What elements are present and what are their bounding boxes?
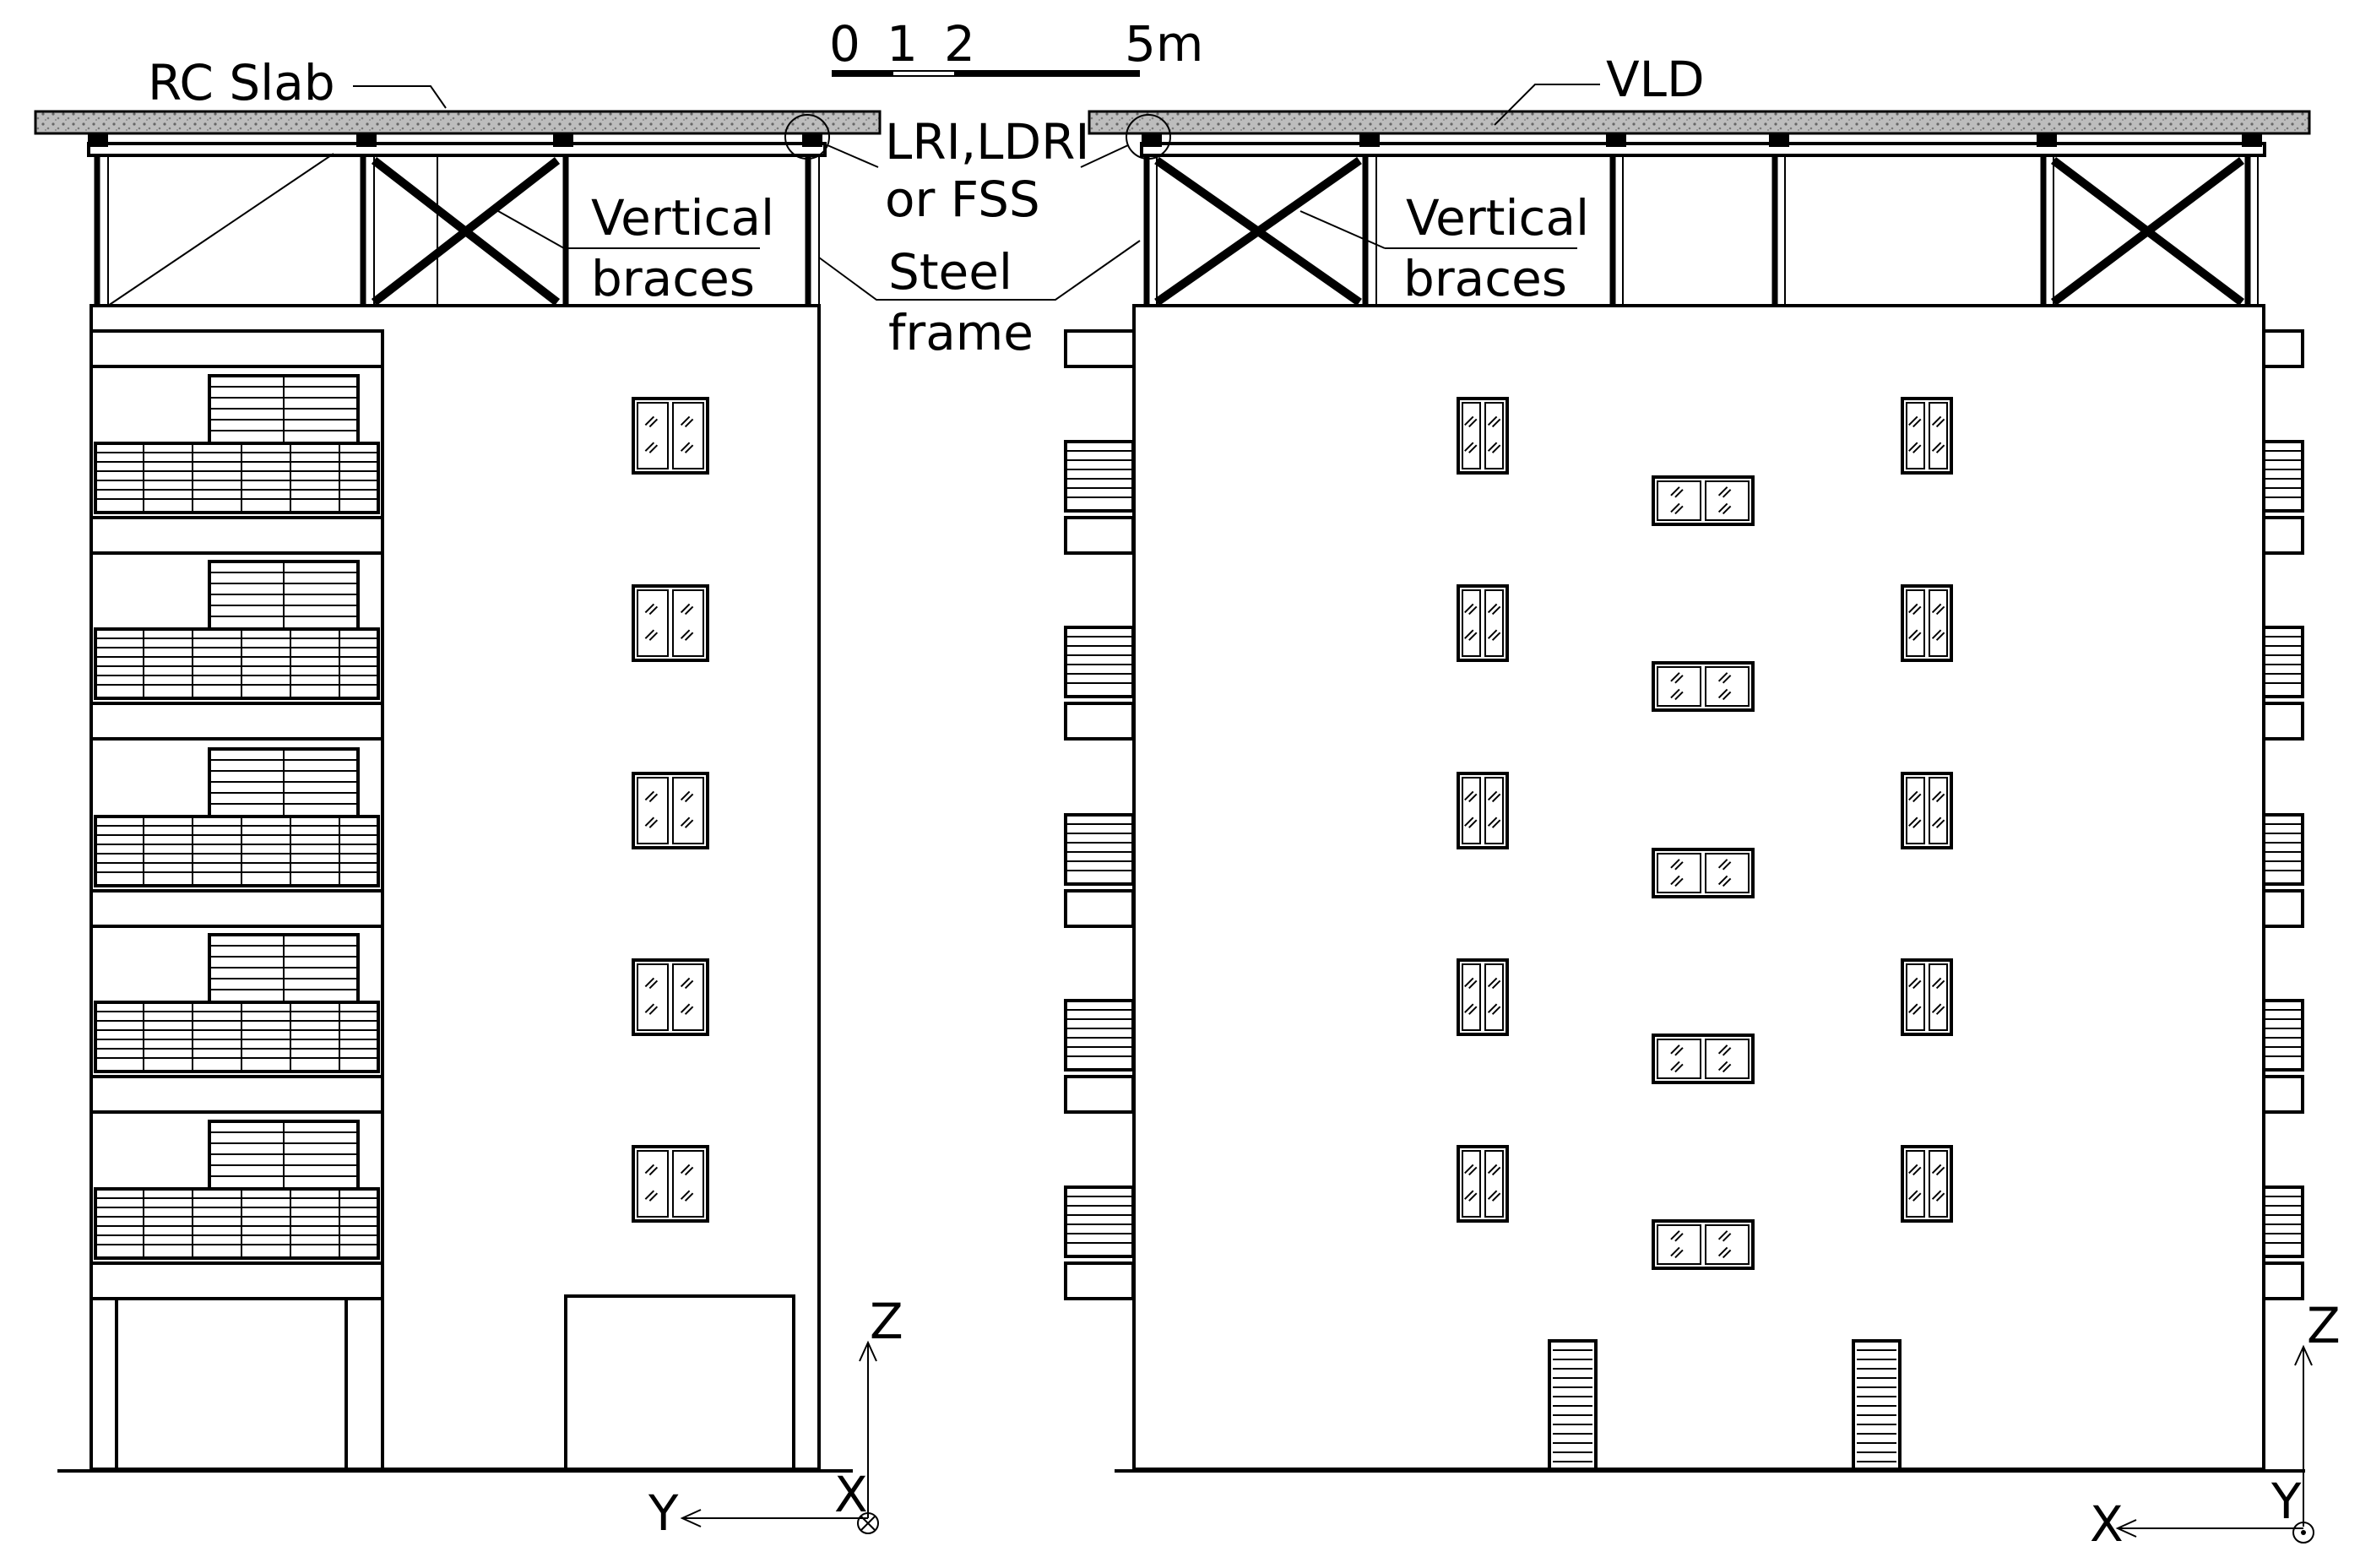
vertical-braces-left <box>371 157 561 306</box>
label-vertical-braces-right-l1: Vertical <box>1406 189 1589 247</box>
side-slab-edge <box>2262 516 2304 555</box>
side-slab-edge <box>2262 889 2304 928</box>
side-slab-edge <box>1064 1075 1135 1114</box>
scale-tick-5: 5m <box>1125 15 1203 73</box>
side-balcony <box>1064 813 1135 886</box>
label-vertical-braces-left-l1: Vertical <box>591 189 774 247</box>
window <box>1652 848 1755 898</box>
side-balcony <box>1064 999 1135 1072</box>
ground-pilotis-left <box>90 1294 384 1471</box>
window <box>1457 772 1509 849</box>
window <box>1652 1034 1755 1084</box>
side-balcony <box>2262 440 2304 513</box>
axis-right-z: Z <box>2307 1297 2341 1354</box>
side-balcony <box>1064 440 1135 513</box>
window <box>632 1145 709 1223</box>
axes-right: Z Y X <box>2090 1297 2341 1553</box>
isolator-callout-left <box>784 114 830 160</box>
side-slab-edge <box>1064 1261 1135 1300</box>
balcony-railing <box>94 442 380 514</box>
balcony-railing <box>94 815 380 887</box>
side-balcony <box>2262 1185 2304 1258</box>
cornice-left-side <box>1064 329 1136 368</box>
axis-left-x: X <box>834 1466 868 1523</box>
left-window-group <box>632 397 709 1223</box>
right-elevation <box>1064 110 2311 1473</box>
rc-slab-left <box>34 110 882 135</box>
isolators-right <box>1142 133 2262 147</box>
window <box>1901 772 1953 849</box>
steel-beam-left <box>87 142 827 157</box>
side-slab-edge <box>1064 702 1135 741</box>
floor-slab-edge <box>90 516 384 555</box>
window <box>1457 584 1509 662</box>
floor-slab-edge <box>90 889 384 928</box>
balcony-railing <box>94 1187 380 1260</box>
cornice-right-side <box>2262 329 2304 368</box>
roof-cornice-left <box>90 329 384 368</box>
steel-frame-right <box>1143 155 2259 306</box>
left-elevation <box>34 110 882 1473</box>
axis-right-y: Y <box>2270 1473 2302 1530</box>
axes-left: Z Y X <box>648 1293 903 1542</box>
side-balcony <box>1064 626 1135 698</box>
window <box>632 397 709 475</box>
label-steel-frame-l2: frame <box>888 304 1034 361</box>
annotations: RC Slab VLD LRI,LDRI or FSS Vertical bra… <box>148 51 1705 361</box>
window <box>1457 958 1509 1036</box>
vld-slab-right <box>1088 110 2311 135</box>
window <box>1652 475 1755 526</box>
axis-right-x: X <box>2090 1495 2124 1553</box>
scale-tick-2: 2 <box>944 15 975 73</box>
axis-left-y: Y <box>648 1484 679 1542</box>
label-vld: VLD <box>1606 51 1705 108</box>
window <box>1652 1219 1755 1270</box>
balcony-railing <box>94 627 380 700</box>
vertical-braces-right <box>1154 156 2245 307</box>
right-window-group <box>1457 397 1953 1270</box>
axis-left-z: Z <box>870 1293 903 1350</box>
balcony-railing <box>94 1001 380 1073</box>
garage-door-left <box>564 1294 795 1471</box>
floor-slab-edge <box>90 1075 384 1114</box>
window <box>1901 397 1953 475</box>
isolators-left <box>88 133 822 147</box>
label-vertical-braces-left-l2: braces <box>591 250 755 307</box>
steel-frame-left <box>94 153 820 307</box>
window <box>632 772 709 849</box>
floor-slab-edge <box>90 1261 384 1300</box>
side-balcony <box>2262 999 2304 1072</box>
side-slab-edge <box>2262 702 2304 741</box>
scale-tick-0: 0 <box>829 15 860 73</box>
isolator-callout-right <box>1126 114 1171 160</box>
side-balcony <box>1064 1185 1135 1258</box>
window <box>1457 1145 1509 1223</box>
window <box>632 958 709 1036</box>
label-isolator-line1: LRI,LDRI <box>885 113 1090 171</box>
side-slab-edge <box>2262 1075 2304 1114</box>
window <box>1901 584 1953 662</box>
side-slab-edge <box>1064 889 1135 928</box>
floor-slab-edge <box>90 702 384 741</box>
right-floor-group <box>1064 440 2304 1300</box>
left-floor-group <box>90 374 384 1300</box>
label-rc-slab: RC Slab <box>148 54 335 111</box>
scale-bar: 0 1 2 5m <box>829 15 1203 77</box>
window <box>1901 958 1953 1036</box>
side-balcony <box>2262 813 2304 886</box>
steel-beam-right <box>1140 142 2266 157</box>
window <box>1652 661 1755 712</box>
window <box>1457 397 1509 475</box>
window <box>632 584 709 662</box>
label-isolator-line2: or FSS <box>885 171 1040 228</box>
label-vertical-braces-right-l2: braces <box>1403 250 1567 307</box>
side-balcony <box>2262 626 2304 698</box>
label-steel-frame-l1: Steel <box>888 243 1012 301</box>
side-slab-edge <box>1064 516 1135 555</box>
window <box>1901 1145 1953 1223</box>
side-slab-edge <box>2262 1261 2304 1300</box>
scale-tick-1: 1 <box>887 15 918 73</box>
